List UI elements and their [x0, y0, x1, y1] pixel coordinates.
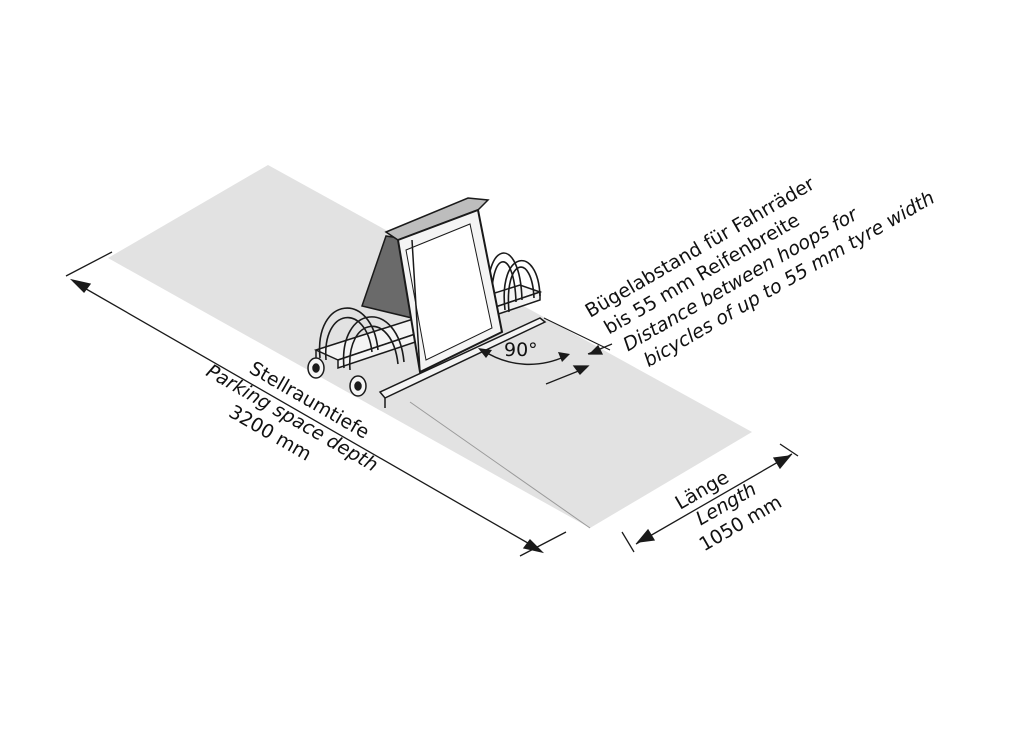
- stand-feet: [307, 357, 367, 397]
- hoop-spacing-label: Bügelabstand für Fahrräder bis 55 mm Rei…: [582, 173, 939, 372]
- length-dimension: [621, 443, 799, 553]
- parking-center-line: [409, 401, 591, 529]
- sign-board-inner: [405, 223, 493, 361]
- angle-arrow-right: [558, 352, 570, 362]
- angle-arc: [481, 349, 567, 365]
- hoop-spacing-dimension: [543, 317, 613, 385]
- parking-depth-dimension: [65, 251, 567, 557]
- angle-arrow-left: [478, 348, 492, 358]
- angle-label: 90°: [504, 339, 538, 361]
- sign-front-frame: [384, 197, 490, 241]
- front-hoops: [318, 307, 405, 371]
